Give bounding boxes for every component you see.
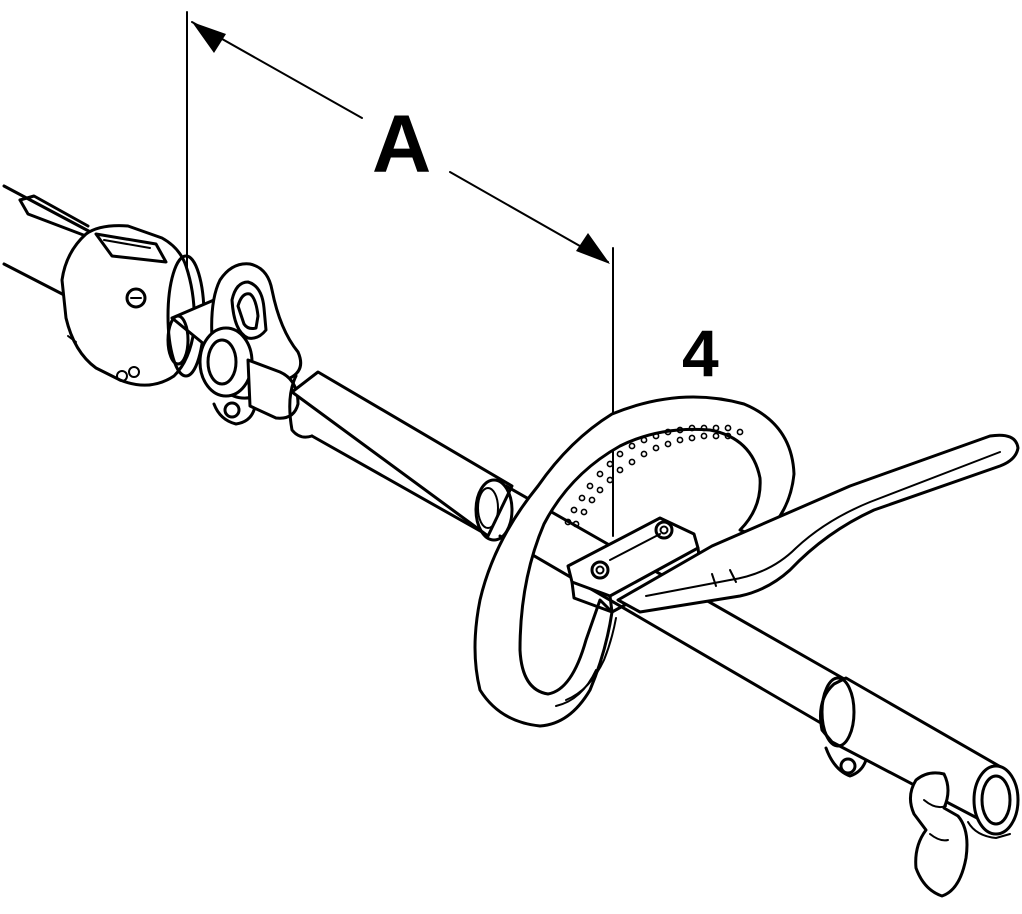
callout-4-label: 4 — [682, 316, 719, 390]
harness-bracket — [198, 262, 303, 426]
dimension-arrowhead-left — [192, 22, 226, 53]
upper-shaft — [2, 184, 100, 300]
dimension-arrowhead-right — [576, 233, 610, 264]
coupling-housing — [60, 224, 206, 387]
control-bar — [616, 433, 1020, 614]
wing-knob — [909, 771, 969, 898]
grip-texture — [564, 424, 744, 528]
dimension-a-label: A — [366, 104, 438, 186]
lower-sleeve — [819, 676, 1020, 839]
dimension-a — [186, 11, 614, 537]
grip-sleeve — [288, 370, 514, 542]
